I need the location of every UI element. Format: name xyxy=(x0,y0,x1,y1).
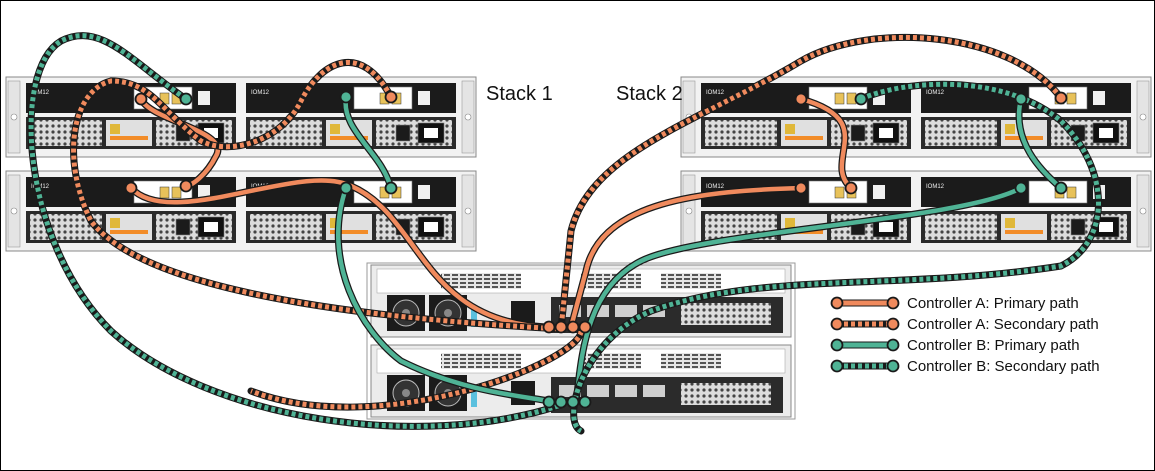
cable-b-primary-stack1 xyxy=(334,184,553,405)
cable-a-primary-stack2-shelf xyxy=(797,95,855,192)
cable-b-primary-stack1-shelf xyxy=(342,93,395,192)
port-a-2 xyxy=(554,320,568,334)
cable-layer xyxy=(27,32,1102,435)
shelf-port xyxy=(1054,181,1068,195)
legend-swatch-a-secondary xyxy=(830,317,900,331)
legend-label: Controller B: Primary path xyxy=(907,337,1080,354)
legend: Controller A: Primary path Controller A:… xyxy=(829,293,1100,377)
controller-chassis-outline xyxy=(366,262,796,420)
port-b-4 xyxy=(578,395,592,409)
cable-b-primary-stack2-shelf xyxy=(1015,95,1065,192)
shelf-port xyxy=(794,92,808,106)
port-a-3 xyxy=(566,320,580,334)
cable-a-secondary-stack2 xyxy=(557,33,1065,333)
cable-a-secondary-stack1 xyxy=(70,59,565,333)
port-b-3 xyxy=(566,395,580,409)
port-b-2 xyxy=(554,395,568,409)
shelf-port xyxy=(179,179,193,193)
stack-2-label: Stack 2 xyxy=(616,83,683,105)
shelf-port xyxy=(794,181,808,195)
shelf-port xyxy=(1014,181,1028,195)
cable-a-primary-stack2 xyxy=(567,184,805,331)
legend-swatch-b-primary xyxy=(830,338,900,352)
legend-swatch-b-secondary xyxy=(830,359,900,373)
legend-item-b-primary: Controller B: Primary path xyxy=(829,335,1100,356)
port-a-1 xyxy=(542,320,556,334)
cable-b-primary-stack2 xyxy=(572,184,1025,405)
port-a-4 xyxy=(578,320,592,334)
shelf-port xyxy=(124,181,138,195)
legend-label: Controller A: Secondary path xyxy=(907,316,1099,333)
shelf-port xyxy=(384,181,398,195)
shelf-port xyxy=(384,90,398,104)
shelf-port xyxy=(844,181,858,195)
shelf-port xyxy=(1054,91,1068,105)
legend-item-a-primary: Controller A: Primary path xyxy=(829,293,1100,314)
shelf-port xyxy=(134,92,148,106)
legend-swatch-a-primary xyxy=(830,296,900,310)
shelf-port xyxy=(339,181,353,195)
cable-a-primary-stack1-shelf xyxy=(137,95,222,190)
port-b-1 xyxy=(542,395,556,409)
shelf-port xyxy=(339,90,353,104)
stack-1-label: Stack 1 xyxy=(486,83,553,105)
legend-item-a-secondary: Controller A: Secondary path xyxy=(829,314,1100,335)
shelf-port xyxy=(1014,92,1028,106)
cable-a-secondary-loop xyxy=(247,327,585,411)
legend-label: Controller B: Secondary path xyxy=(907,358,1100,375)
legend-label: Controller A: Primary path xyxy=(907,295,1079,312)
shelf-port xyxy=(179,92,193,106)
shelf-port xyxy=(854,92,868,106)
cable-b-secondary-stack1 xyxy=(27,32,565,430)
cable-b-secondary-stack2 xyxy=(570,80,1102,435)
legend-item-b-secondary: Controller B: Secondary path xyxy=(829,356,1100,377)
